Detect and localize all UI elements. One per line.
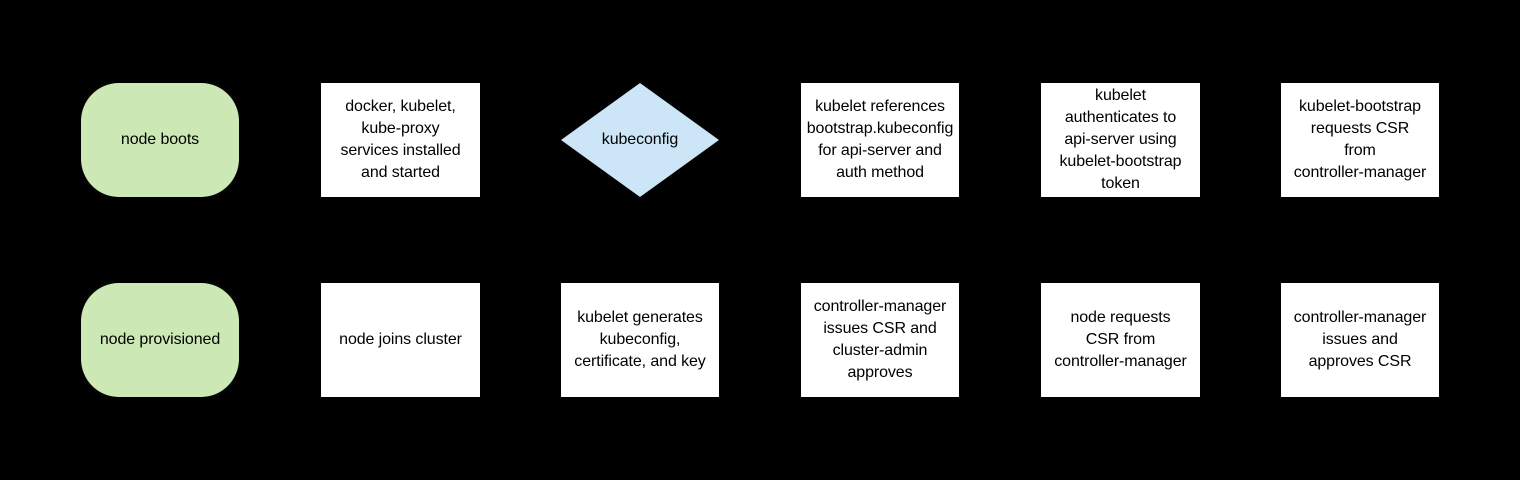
flow-node-kubeconfig-decision[interactable]: kubeconfig xyxy=(561,83,719,197)
flow-node-label: controller-manager issues and approves C… xyxy=(1293,309,1427,370)
flow-node-label: kubelet generates kubeconfig, certificat… xyxy=(574,309,706,370)
flow-node-kubelet-authenticates[interactable]: kubelet authenticates to api-server usin… xyxy=(1041,83,1200,197)
flow-node-kubelet-generates[interactable]: kubelet generates kubeconfig, certificat… xyxy=(561,283,719,397)
flow-node-label: kubeconfig xyxy=(601,131,679,148)
flow-node-services-installed[interactable]: docker, kubelet, kube-proxy services ins… xyxy=(321,83,480,197)
flow-node-kubelet-references-bootstrap[interactable]: kubelet references bootstrap.kubeconfig … xyxy=(801,83,959,197)
flow-node-node-joins-cluster[interactable]: node joins cluster xyxy=(321,283,480,397)
flow-node-label: kubelet authenticates to api-server usin… xyxy=(1059,87,1182,192)
flow-node-label: kubelet references bootstrap.kubeconfig … xyxy=(806,98,954,181)
flow-node-node-provisioned[interactable]: node provisioned xyxy=(81,283,239,397)
flow-node-cm-issues-approves[interactable]: controller-manager issues and approves C… xyxy=(1281,283,1439,397)
flow-node-node-boots[interactable]: node boots xyxy=(81,83,239,197)
diamond-shape-icon xyxy=(561,83,719,197)
flow-node-label: node provisioned xyxy=(99,331,221,348)
flow-node-label: node boots xyxy=(120,131,200,148)
flow-node-cm-issues-csr[interactable]: controller-manager issues CSR and cluste… xyxy=(801,283,959,397)
flow-node-label: controller-manager issues CSR and cluste… xyxy=(813,298,947,381)
flow-node-label: kubelet-bootstrap requests CSR from cont… xyxy=(1293,98,1427,181)
flow-node-label: node requests CSR from controller-manage… xyxy=(1054,309,1187,370)
flow-node-node-requests-csr[interactable]: node requests CSR from controller-manage… xyxy=(1041,283,1200,397)
flow-node-label: docker, kubelet, kube-proxy services ins… xyxy=(340,98,461,181)
flow-node-bootstrap-requests-csr[interactable]: kubelet-bootstrap requests CSR from cont… xyxy=(1281,83,1439,197)
flow-node-label: node joins cluster xyxy=(339,331,462,348)
